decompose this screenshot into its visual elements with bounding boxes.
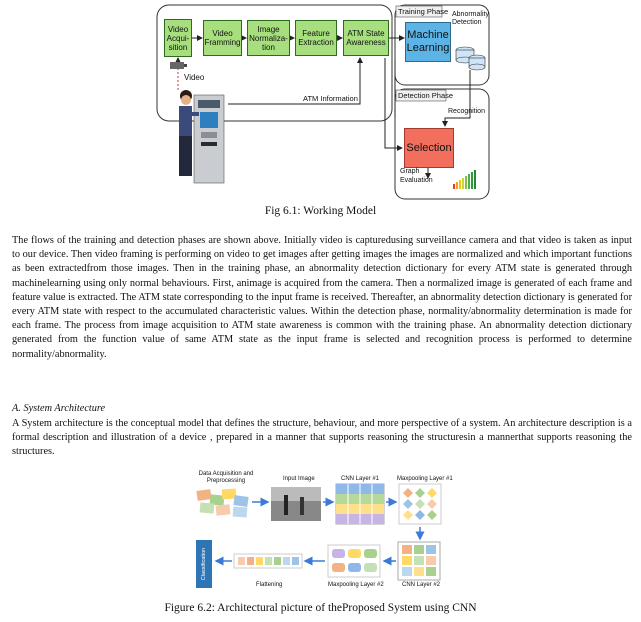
image-normalization-box: Image Normaliza- tion: [247, 20, 290, 56]
classification-label: Classification: [201, 547, 207, 581]
abnormality-detection-label: Abnormality Detection: [452, 11, 489, 26]
atm-state-awareness-box: ATM State Awareness: [343, 20, 389, 56]
maxpool1-label: Maxpooling Layer #1: [397, 476, 453, 482]
video-label: Video: [184, 73, 205, 82]
maxpool2-hexagons: [327, 544, 381, 578]
input-image-label: Input Image: [283, 476, 315, 482]
atm-user-illustration: [179, 90, 225, 184]
video-framing-box: Video Framming: [203, 20, 242, 56]
cnn-layer2-grid: [397, 541, 441, 581]
recognition-label: Recognition: [448, 108, 485, 115]
data-acquisition-label: Data Acquisition and Preprocessing: [198, 471, 254, 484]
machine-learning-box: Machine Learning: [405, 22, 451, 62]
figure2-caption: Figure 6.2: Architectural picture of the…: [164, 602, 477, 614]
cnn-layer2-label: CNN Layer #2: [402, 582, 441, 588]
body-paragraph: The flows of the training and detection …: [12, 235, 632, 360]
video-acquisition-box: Video Acqui- sition: [164, 19, 192, 57]
flattening-label: Flattening: [256, 582, 283, 588]
maxpool2-label: Maxpooling Layer #2: [328, 582, 384, 588]
bar-chart-icon: [453, 170, 476, 189]
classification-bar: [196, 540, 212, 588]
database-icon: [455, 46, 486, 71]
section-heading: A. System Architecture: [12, 403, 106, 414]
figure1-caption: Fig 6.1: Working Model: [264, 205, 377, 217]
detection-phase-label: Detection Phase: [398, 91, 454, 100]
atm-information-label: ATM Information: [303, 94, 358, 103]
selection-box: Selection: [404, 128, 454, 168]
cnn-layer1-grid: [335, 483, 385, 525]
flattening-strip: [233, 553, 303, 569]
preprocessing-blocks: [196, 488, 249, 518]
feature-extraction-box: Feature Extraction: [295, 20, 337, 56]
training-phase-label: Training Phase: [398, 7, 449, 16]
maxpool1-diamonds: [398, 483, 442, 525]
camera-icon: [170, 62, 187, 69]
graph-evaluation-label: Graph Evaluation: [400, 168, 433, 184]
cnn-layer1-label: CNN Layer #1: [341, 476, 380, 482]
section-paragraph: A System architecture is the conceptual …: [12, 418, 632, 458]
